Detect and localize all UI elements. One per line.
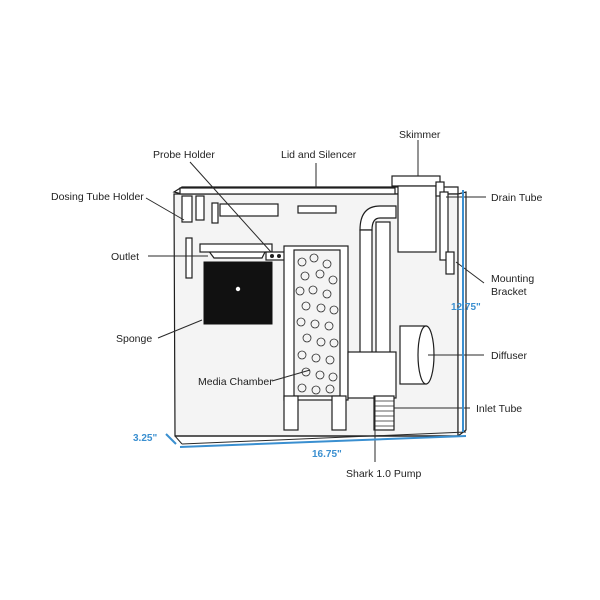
- media-chamber-baffle-left: [283, 395, 299, 431]
- leader-probe-holder: [189, 161, 272, 253]
- pump-housing: [347, 351, 397, 399]
- label-drain-tube: Drain Tube: [491, 192, 543, 204]
- label-skimmer: Skimmer: [399, 129, 441, 141]
- label-shark-pump: Shark 1.0 Pump: [346, 468, 421, 480]
- dosing-holder-bracket: [181, 195, 193, 223]
- sponge-hole: [235, 286, 241, 292]
- lid-and-silencer: [179, 187, 396, 217]
- dosing-holder-slot: [211, 202, 219, 224]
- drain-tube: [439, 191, 449, 261]
- width-dimension-line: [179, 435, 467, 448]
- leader-sponge: [157, 319, 203, 339]
- media-chamber-baffle-right: [331, 395, 347, 431]
- bio-media-rings: [295, 253, 339, 395]
- skimmer-cap: [391, 175, 441, 187]
- probe-dot-1: [270, 254, 274, 258]
- tank-base-left: [174, 435, 183, 445]
- label-outlet: Outlet: [111, 251, 139, 263]
- label-mounting: Mounting: [491, 273, 534, 285]
- leader-media: [271, 369, 311, 382]
- probe-dot-2: [277, 254, 281, 258]
- pump-inlet-strainer: [373, 395, 395, 431]
- label-sponge: Sponge: [116, 333, 152, 345]
- outlet-left-post: [185, 237, 193, 279]
- depth-dimension-line: [165, 433, 177, 445]
- top-baffle-bar: [219, 203, 279, 217]
- tank-base-front: [181, 431, 467, 445]
- label-media-chamber: Media Chamber: [198, 376, 273, 388]
- drain-and-bracket: [439, 191, 455, 275]
- label-bracket: Bracket: [491, 286, 527, 298]
- dimension-width: 16.75": [312, 449, 342, 460]
- dimension-labels: 12.75" 16.75" 3.25": [133, 302, 481, 460]
- outlet-assembly: [185, 237, 273, 325]
- return-plumbing: [347, 205, 397, 431]
- dosing-holder-clip: [195, 195, 205, 221]
- skimmer-body: [397, 185, 437, 253]
- dimension-depth: 3.25": [133, 433, 157, 444]
- dosing-tube-holder: [181, 195, 219, 224]
- lid: [179, 187, 396, 195]
- mounting-bracket: [445, 251, 455, 275]
- dimension-height: 12.75": [451, 302, 481, 313]
- label-probe-holder: Probe Holder: [153, 149, 215, 161]
- label-dosing-tube-holder: Dosing Tube Holder: [51, 191, 144, 203]
- leader-lines: [145, 140, 486, 462]
- silencer: [297, 205, 337, 214]
- strainer-ribs: [374, 400, 394, 427]
- label-lid-and-silencer: Lid and Silencer: [281, 149, 357, 161]
- label-inlet-tube: Inlet Tube: [476, 403, 522, 415]
- leader-dosing: [145, 197, 185, 221]
- leader-bracket: [455, 261, 485, 284]
- dimension-lines: [165, 190, 467, 448]
- labels: Skimmer Probe Holder Lid and Silencer Do…: [51, 129, 543, 480]
- skimmer: [391, 175, 445, 253]
- sponge-block: [203, 261, 273, 325]
- return-elbow: [359, 205, 397, 231]
- label-diffuser: Diffuser: [491, 350, 527, 362]
- outlet-top-frame: [199, 243, 273, 253]
- diffuser: [399, 325, 435, 385]
